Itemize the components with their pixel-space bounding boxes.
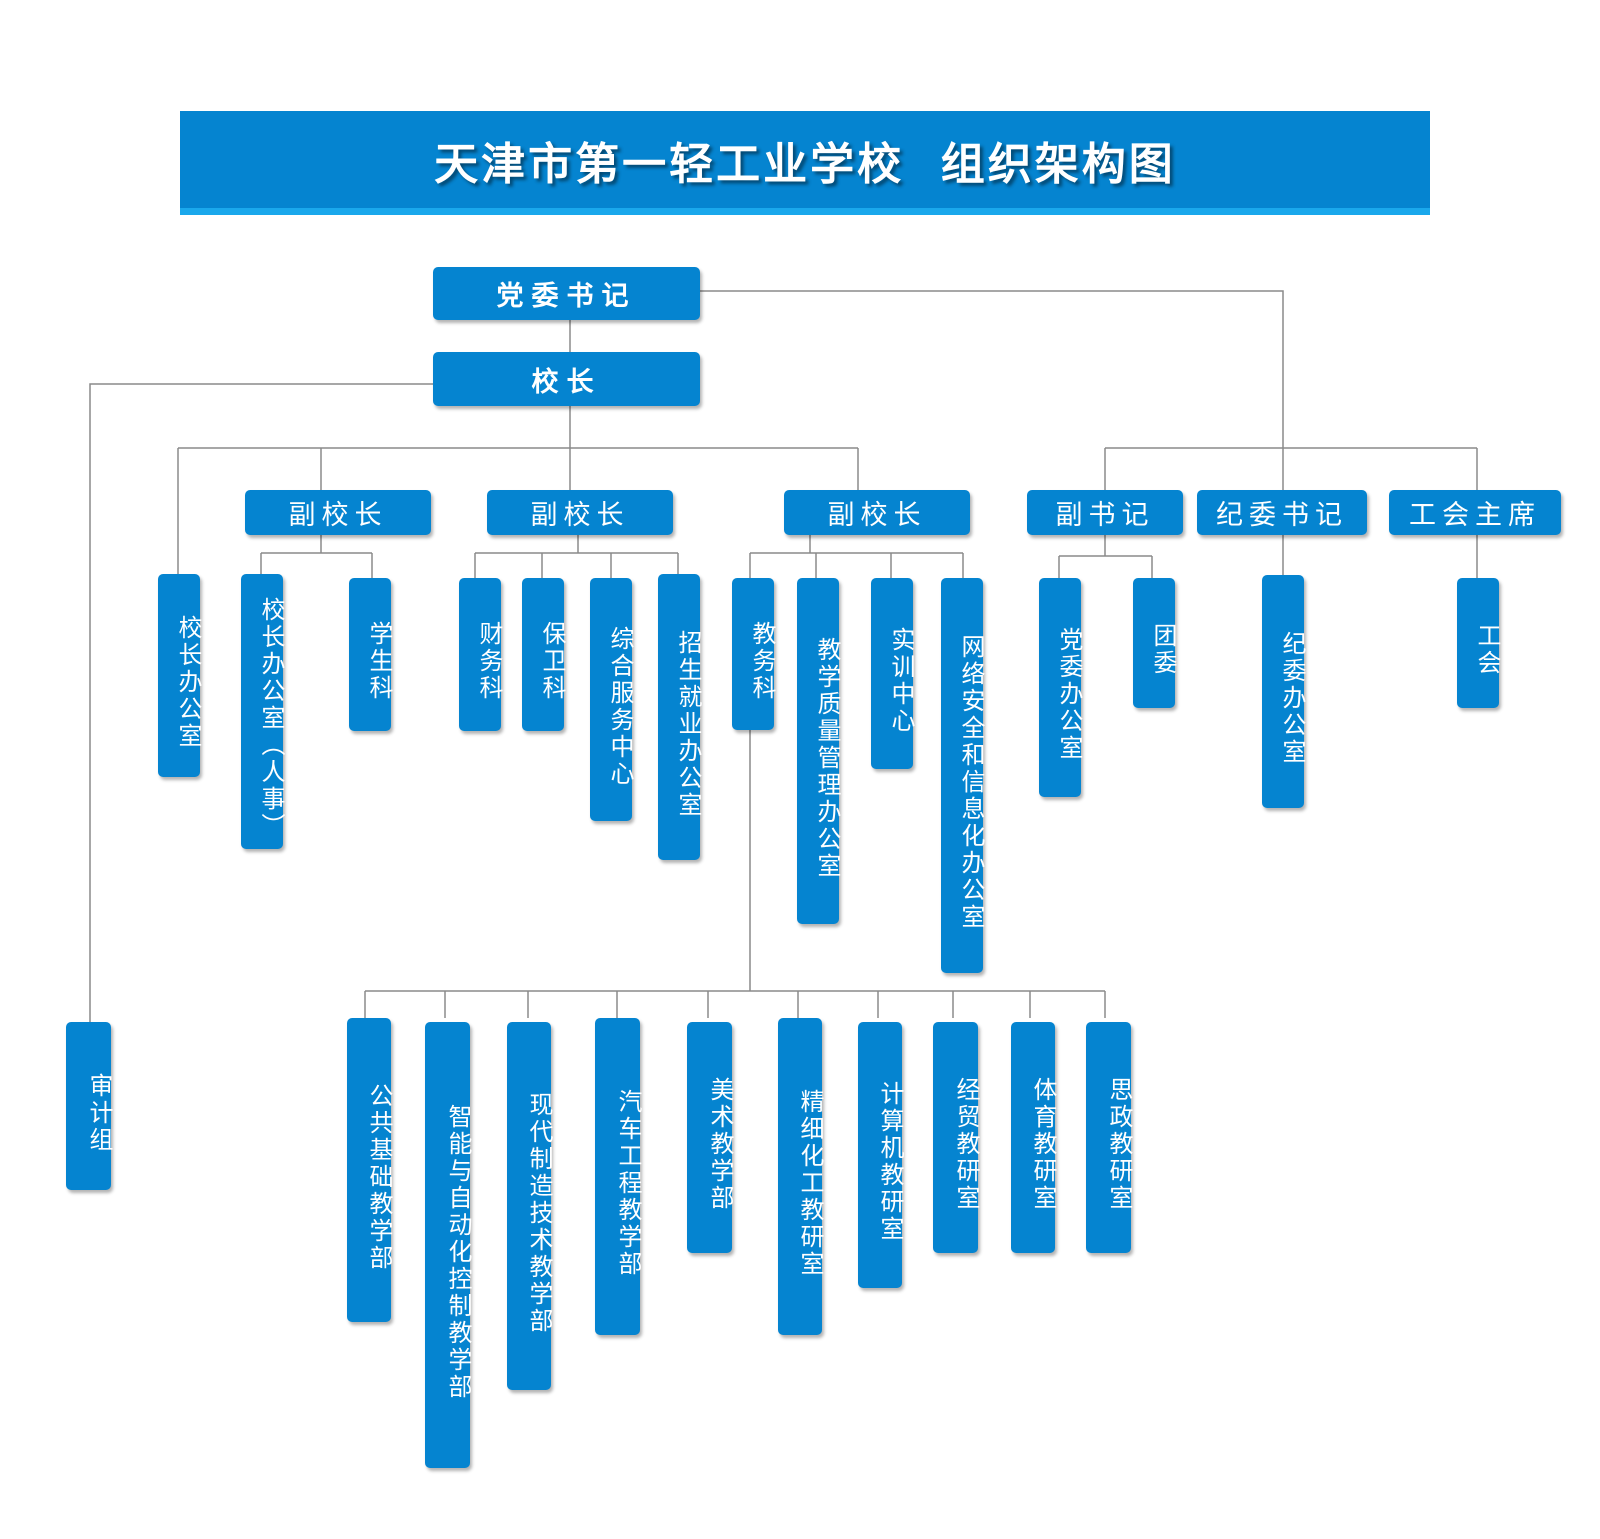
node-union: 工会 — [1457, 578, 1501, 708]
node-service-center: 综合服务中心 — [590, 578, 634, 821]
node-dept-automation: 智能与自动化控制教学部 — [425, 1022, 472, 1468]
node-training-center: 实训中心 — [871, 578, 915, 769]
node-vice-principal-3: 副校长 — [784, 490, 970, 535]
node-dept-political-ed: 思政教研室 — [1086, 1022, 1133, 1253]
node-finance-section: 财务科 — [459, 578, 503, 731]
node-dept-public-basic: 公共基础教学部 — [347, 1018, 393, 1322]
node-dept-computer: 计算机教研室 — [858, 1022, 904, 1288]
node-dept-fine-chemical: 精细化工教研室 — [778, 1018, 824, 1335]
node-audit-group: 审计组 — [66, 1022, 113, 1190]
node-quality-office: 教学质量管理办公室 — [797, 578, 841, 924]
node-vice-principal-1: 副校长 — [245, 490, 431, 535]
node-dept-automotive: 汽车工程教学部 — [595, 1018, 642, 1335]
node-dept-physical-ed: 体育教研室 — [1011, 1022, 1057, 1253]
node-union-chair: 工会主席 — [1389, 490, 1561, 535]
node-youth-league: 团委 — [1133, 578, 1177, 708]
node-discipline-office: 纪委办公室 — [1262, 575, 1306, 808]
chart-title: 天津市第一轻工业学校 组织架构图 — [434, 138, 1176, 190]
node-principal: 校长 — [433, 352, 700, 406]
node-party-office: 党委办公室 — [1039, 578, 1083, 797]
node-admissions-office: 招生就业办公室 — [658, 574, 702, 860]
node-network-office: 网络安全和信息化办公室 — [941, 578, 985, 973]
node-principal-office-hr: 校长办公室（人事） — [241, 574, 285, 849]
title-banner: 天津市第一轻工业学校 组织架构图 — [180, 111, 1430, 215]
node-dept-fine-arts: 美术教学部 — [687, 1022, 734, 1253]
node-principal-office: 校长办公室 — [158, 574, 202, 777]
node-discipline-secretary: 纪委书记 — [1197, 490, 1367, 535]
node-deputy-secretary: 副书记 — [1027, 490, 1183, 535]
node-student-section: 学生科 — [349, 578, 393, 731]
node-security-section: 保卫科 — [522, 578, 566, 731]
node-party-secretary: 党委书记 — [433, 267, 700, 320]
node-academic-affairs: 教务科 — [732, 578, 776, 730]
node-vice-principal-2: 副校长 — [487, 490, 673, 535]
node-dept-economics-trade: 经贸教研室 — [933, 1022, 980, 1253]
node-dept-manufacturing: 现代制造技术教学部 — [507, 1022, 553, 1390]
